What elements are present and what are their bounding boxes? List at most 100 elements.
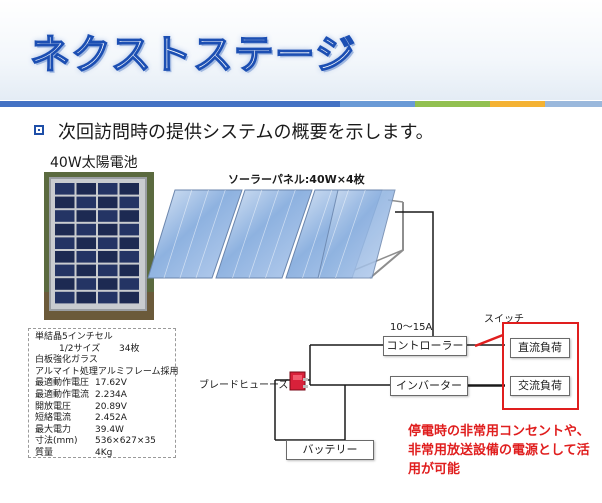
spec-line: 開放電圧 20.89V (35, 402, 169, 414)
spec-value: 2.452A (95, 413, 127, 424)
panel-grid-line (163, 189, 193, 279)
pv-cell (119, 278, 139, 290)
pv-cell (119, 264, 139, 277)
pv-cell (55, 264, 75, 277)
spec-value: 34枚 (119, 343, 140, 354)
spec-line: 短絡電流 2.452A (35, 413, 169, 425)
pv-cell (55, 251, 75, 263)
panel-grid-line (335, 189, 366, 279)
spec-box: 単結晶5インチセル 1/2サイズ 34枚 白板強化ガラス アルマイト処理アルミフレ… (28, 328, 179, 460)
spec-key: 最適動作電圧 (35, 378, 90, 389)
solar-array-label: ソーラーパネル:40W×4枚 (228, 173, 365, 186)
pv-cell (98, 278, 118, 290)
spec-key: 白板強化ガラス (35, 355, 98, 366)
pv-cell (76, 264, 96, 277)
pv-cell (76, 251, 96, 263)
spec-line: 寸法(mm)536×627×35 (35, 436, 169, 448)
spec-key: 短絡電流 (35, 413, 72, 424)
band-segment-lightblue (340, 101, 415, 107)
switch-label: スイッチ (484, 314, 524, 325)
panel-grid-line (265, 189, 296, 279)
panel-grid-line (248, 189, 279, 279)
band-segment-paleblue (545, 101, 602, 107)
band-segment-blue (0, 101, 340, 107)
pv-cell (55, 210, 75, 222)
load-highlight-box (502, 322, 579, 410)
battery-node: バッテリー (286, 440, 374, 460)
pv-cell (119, 196, 139, 209)
spec-key: 質量 (35, 447, 54, 458)
spec-line: 1/2サイズ 34枚 (35, 344, 169, 356)
pv-cell (98, 183, 118, 195)
spec-key: 最適動作電流 (35, 389, 90, 400)
spec-line: 単結晶5インチセル (35, 332, 169, 344)
spec-key: 最大電力 (35, 424, 72, 435)
current-label: 10～15A (390, 322, 433, 333)
spec-value: 2.234A (95, 389, 127, 400)
panel-grid-line (179, 189, 209, 279)
pv-cell (119, 237, 139, 249)
slide-title: ネクストステージ (29, 31, 356, 78)
spec-key: 単結晶5インチセル (35, 332, 113, 342)
spec-value: 20.89V (95, 401, 127, 412)
pv-cell (98, 196, 118, 209)
pv-cell (98, 264, 118, 277)
pv-cell (119, 210, 139, 222)
header-background (0, 0, 602, 100)
bullet-square-icon (34, 125, 44, 135)
pv-cell (98, 210, 118, 222)
pv-cell (76, 196, 96, 209)
spec-line: 白板強化ガラス (35, 355, 169, 367)
solar-panel-4 (317, 189, 396, 279)
pv-cell (76, 223, 96, 236)
spec-line: 最適動作電圧 17.62V (35, 378, 169, 390)
band-segment-green (415, 101, 490, 107)
bullet-text: 次回訪問時の提供システムの概要を示します。 (58, 122, 434, 143)
spec-line: 最適動作電流 2.234A (35, 390, 169, 402)
spec-line: アルマイト処理アルミフレーム採用 (35, 367, 179, 379)
blade-fuse-icon (289, 371, 308, 391)
pv-cell (55, 223, 75, 236)
spec-key: アルマイト処理アルミフレーム採用 (35, 366, 179, 377)
panel-grid-line (232, 189, 263, 279)
spec-value: 17.62V (95, 378, 127, 389)
pv-cell (98, 237, 118, 249)
pv-cell (55, 291, 75, 304)
pv-cell (76, 237, 96, 249)
pv-cell (55, 278, 75, 290)
pv-cell (76, 278, 96, 290)
spec-key: 1/2サイズ (59, 343, 101, 354)
pv-cell (98, 223, 118, 236)
solar-panel-photo (44, 172, 154, 320)
spec-key: 寸法(mm) (35, 436, 78, 447)
solar-panel-photo-drawing (44, 172, 154, 320)
spec-key: 開放電圧 (35, 401, 72, 412)
pv-cell (119, 183, 139, 195)
pv-cell (119, 291, 139, 304)
pv-cell (55, 196, 75, 209)
pv-cell (119, 223, 139, 236)
pv-cell (55, 183, 75, 195)
pv-cell (76, 291, 96, 304)
inverter-node: インバーター (390, 376, 468, 396)
panel-grid-line (318, 189, 349, 279)
panel-grid-line (195, 189, 226, 279)
dc-load-node: 直流負荷 (510, 338, 570, 358)
solar-panel-1 (147, 189, 243, 279)
blade-fuse-label: ブレードヒューーズ (199, 380, 289, 391)
ac-load-node: 交流負荷 (510, 376, 570, 396)
panel-grid-line (302, 189, 333, 279)
solar-panel-photo-label: 40W太陽電池 (50, 155, 138, 171)
band-segment-orange (490, 101, 545, 107)
spec-line: 質量 4Kg (35, 448, 169, 460)
controller-node: コントローラー (383, 336, 467, 356)
spec-value: 4Kg (95, 447, 113, 458)
pv-cell (119, 251, 139, 263)
pv-cell (98, 291, 118, 304)
pv-cell (55, 237, 75, 249)
pv-cell (98, 251, 118, 263)
pv-cell (76, 183, 96, 195)
switch-mark (474, 333, 504, 348)
